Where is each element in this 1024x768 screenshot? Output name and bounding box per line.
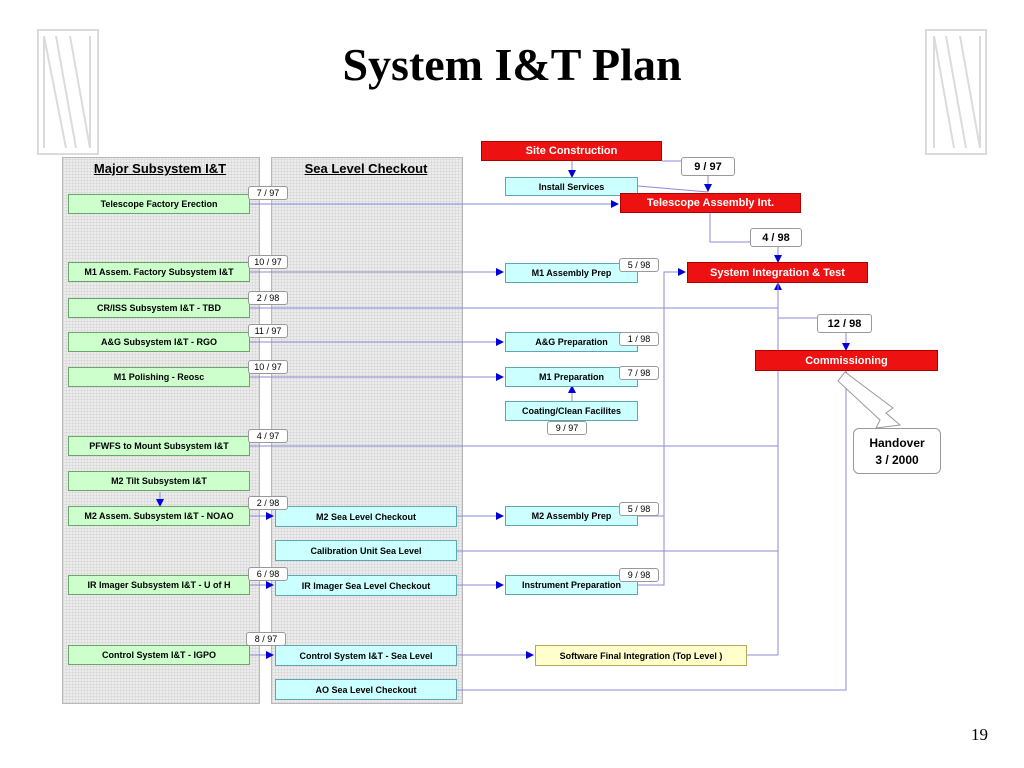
date-tag-system-integration: 12 / 98	[817, 314, 872, 333]
date-tag-m1-assem-factory: 10 / 97	[248, 255, 288, 269]
handover-box: Handover 3 / 2000	[853, 428, 941, 474]
slide-title: System I&T Plan	[342, 39, 682, 90]
date-tag-m1-assembly-prep: 5 / 98	[619, 258, 659, 272]
date-tag-coating: 9 / 97	[547, 421, 587, 435]
install-services-box: Install Services	[505, 177, 638, 196]
date-tag-m2-assembly-prep: 5 / 98	[619, 502, 659, 516]
ao-sea-level-box: AO Sea Level Checkout	[275, 679, 457, 700]
m1-assembly-prep-box: M1 Assembly Prep	[505, 263, 638, 283]
handover-arrow	[837, 371, 902, 429]
criss-box: CR/ISS Subsystem I&T - TBD	[68, 298, 250, 318]
m1-polishing-box: M1 Polishing - Reosc	[68, 367, 250, 387]
date-tag-instrument-prep: 9 / 98	[619, 568, 659, 582]
logo-left-watermark	[37, 29, 99, 155]
date-tag-m2-assem: 2 / 98	[248, 496, 288, 510]
control-system-box: Control System I&T - IGPO	[68, 645, 250, 665]
software-final-integration-box: Software Final Integration (Top Level )	[535, 645, 747, 666]
date-tag-m1-prep: 7 / 98	[619, 366, 659, 380]
ir-imager-sea-level-box: IR Imager Sea Level Checkout	[275, 575, 457, 596]
date-tag-pfwfs: 4 / 97	[248, 429, 288, 443]
telescope-assembly-box: Telescope Assembly Int.	[620, 193, 801, 213]
m2-assem-box: M2 Assem. Subsystem I&T - NOAO	[68, 506, 250, 526]
system-integration-box: System Integration & Test	[687, 262, 868, 283]
handover-date: 3 / 2000	[875, 453, 919, 467]
ir-imager-box: IR Imager Subsystem I&T - U of H	[68, 575, 250, 595]
m1-assem-factory-box: M1 Assem. Factory Subsystem I&T	[68, 262, 250, 282]
m2-sea-level-box: M2 Sea Level Checkout	[275, 506, 457, 527]
m2-tilt-box: M2 Tilt Subsystem I&T	[68, 471, 250, 491]
coating-facilities-box: Coating/Clean Facilites	[505, 401, 638, 421]
date-tag-site: 9 / 97	[681, 157, 735, 176]
ag-subsystem-box: A&G Subsystem I&T - RGO	[68, 332, 250, 352]
ag-preparation-box: A&G Preparation	[505, 332, 638, 352]
m1-preparation-box: M1 Preparation	[505, 367, 638, 387]
m2-assembly-prep-box: M2 Assembly Prep	[505, 506, 638, 526]
commissioning-box: Commissioning	[755, 350, 938, 371]
date-tag-ir-imager: 6 / 98	[248, 567, 288, 581]
date-tag-telescope-factory: 7 / 97	[248, 186, 288, 200]
sea-level-panel	[271, 157, 463, 704]
page-number: 19	[971, 725, 988, 744]
pfwfs-box: PFWFS to Mount Subsystem I&T	[68, 436, 250, 456]
handover-label: Handover	[869, 436, 925, 450]
date-tag-ag-subsystem: 11 / 97	[248, 324, 288, 338]
date-tag-control-system: 8 / 97	[246, 632, 286, 646]
date-tag-criss: 2 / 98	[248, 291, 288, 305]
major-subsystem-panel	[62, 157, 260, 704]
site-construction-box: Site Construction	[481, 141, 662, 161]
logo-right-watermark	[925, 29, 987, 155]
date-tag-m1-polishing: 10 / 97	[248, 360, 288, 374]
major-subsystem-header: Major Subsystem I&T	[93, 161, 227, 176]
date-tag-ag-prep: 1 / 98	[619, 332, 659, 346]
date-tag-telescope-assembly: 4 / 98	[750, 228, 802, 247]
sea-level-header: Sea Level Checkout	[304, 161, 428, 176]
control-sea-level-box: Control System I&T - Sea Level	[275, 645, 457, 666]
instrument-preparation-box: Instrument Preparation	[505, 575, 638, 595]
telescope-factory-box: Telescope Factory Erection	[68, 194, 250, 214]
calibration-sea-level-box: Calibration Unit Sea Level	[275, 540, 457, 561]
